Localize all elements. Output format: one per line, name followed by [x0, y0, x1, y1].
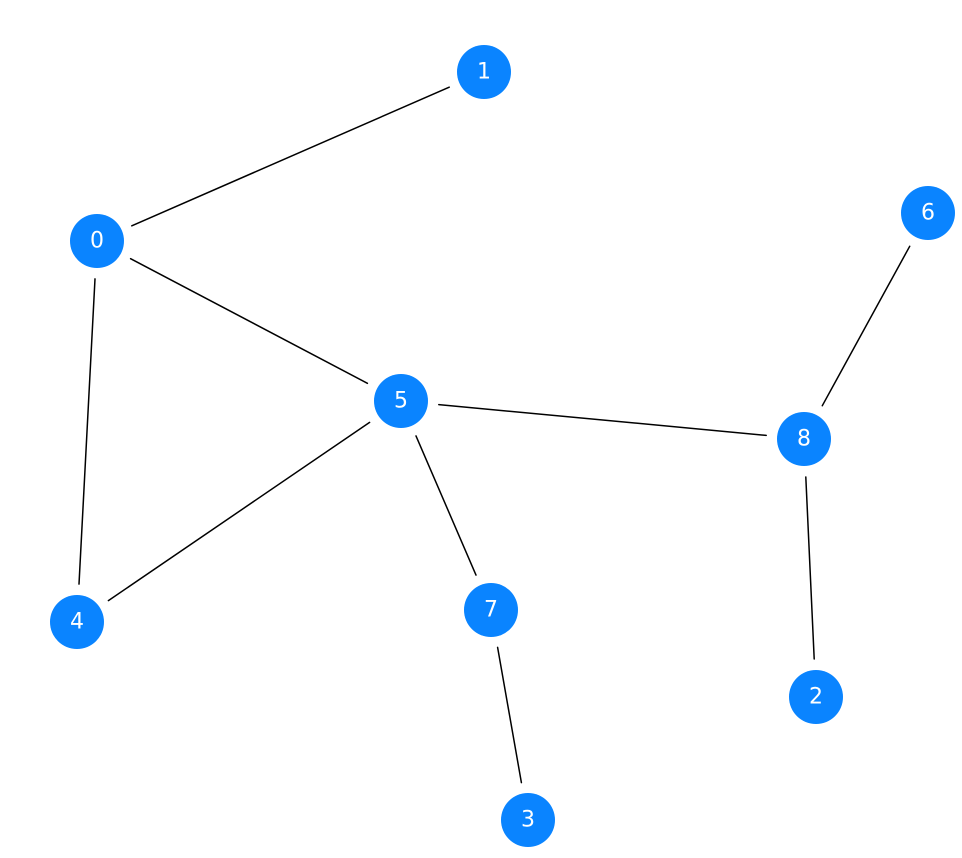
- edge-8-2: [805, 476, 815, 660]
- node-3: 3: [501, 793, 555, 847]
- node-label-1: 1: [477, 60, 491, 85]
- node-label-2: 2: [809, 685, 823, 710]
- node-8: 8: [777, 412, 831, 466]
- edge-5-8: [438, 403, 767, 437]
- node-label-7: 7: [484, 598, 498, 623]
- node-5: 5: [374, 374, 428, 428]
- node-1: 1: [457, 45, 511, 99]
- node-4: 4: [50, 595, 104, 649]
- edge-5-4: [107, 421, 371, 602]
- node-6: 6: [901, 186, 955, 240]
- node-label-4: 4: [70, 610, 84, 635]
- node-circle-1: [457, 45, 511, 99]
- node-circle-2: [789, 670, 843, 724]
- node-label-6: 6: [921, 201, 935, 226]
- edge-0-5: [129, 257, 369, 385]
- node-circle-4: [50, 595, 104, 649]
- nodes-layer: 0 1 2 3 4 5 6 7 8: [50, 45, 955, 847]
- node-2: 2: [789, 670, 843, 724]
- node-circle-6: [901, 186, 955, 240]
- node-label-8: 8: [797, 427, 811, 452]
- node-circle-8: [777, 412, 831, 466]
- node-label-0: 0: [90, 229, 104, 254]
- node-circle-5: [374, 374, 428, 428]
- node-circle-7: [464, 583, 518, 637]
- edge-0-4: [78, 278, 96, 585]
- edge-8-6: [821, 245, 911, 407]
- edge-5-7: [415, 435, 477, 576]
- edge-7-3: [496, 646, 523, 784]
- node-0: 0: [70, 214, 124, 268]
- node-label-3: 3: [521, 808, 535, 833]
- node-circle-0: [70, 214, 124, 268]
- edge-0-1: [131, 86, 450, 227]
- edges-layer: [78, 86, 911, 784]
- node-label-5: 5: [394, 389, 408, 414]
- node-7: 7: [464, 583, 518, 637]
- node-circle-3: [501, 793, 555, 847]
